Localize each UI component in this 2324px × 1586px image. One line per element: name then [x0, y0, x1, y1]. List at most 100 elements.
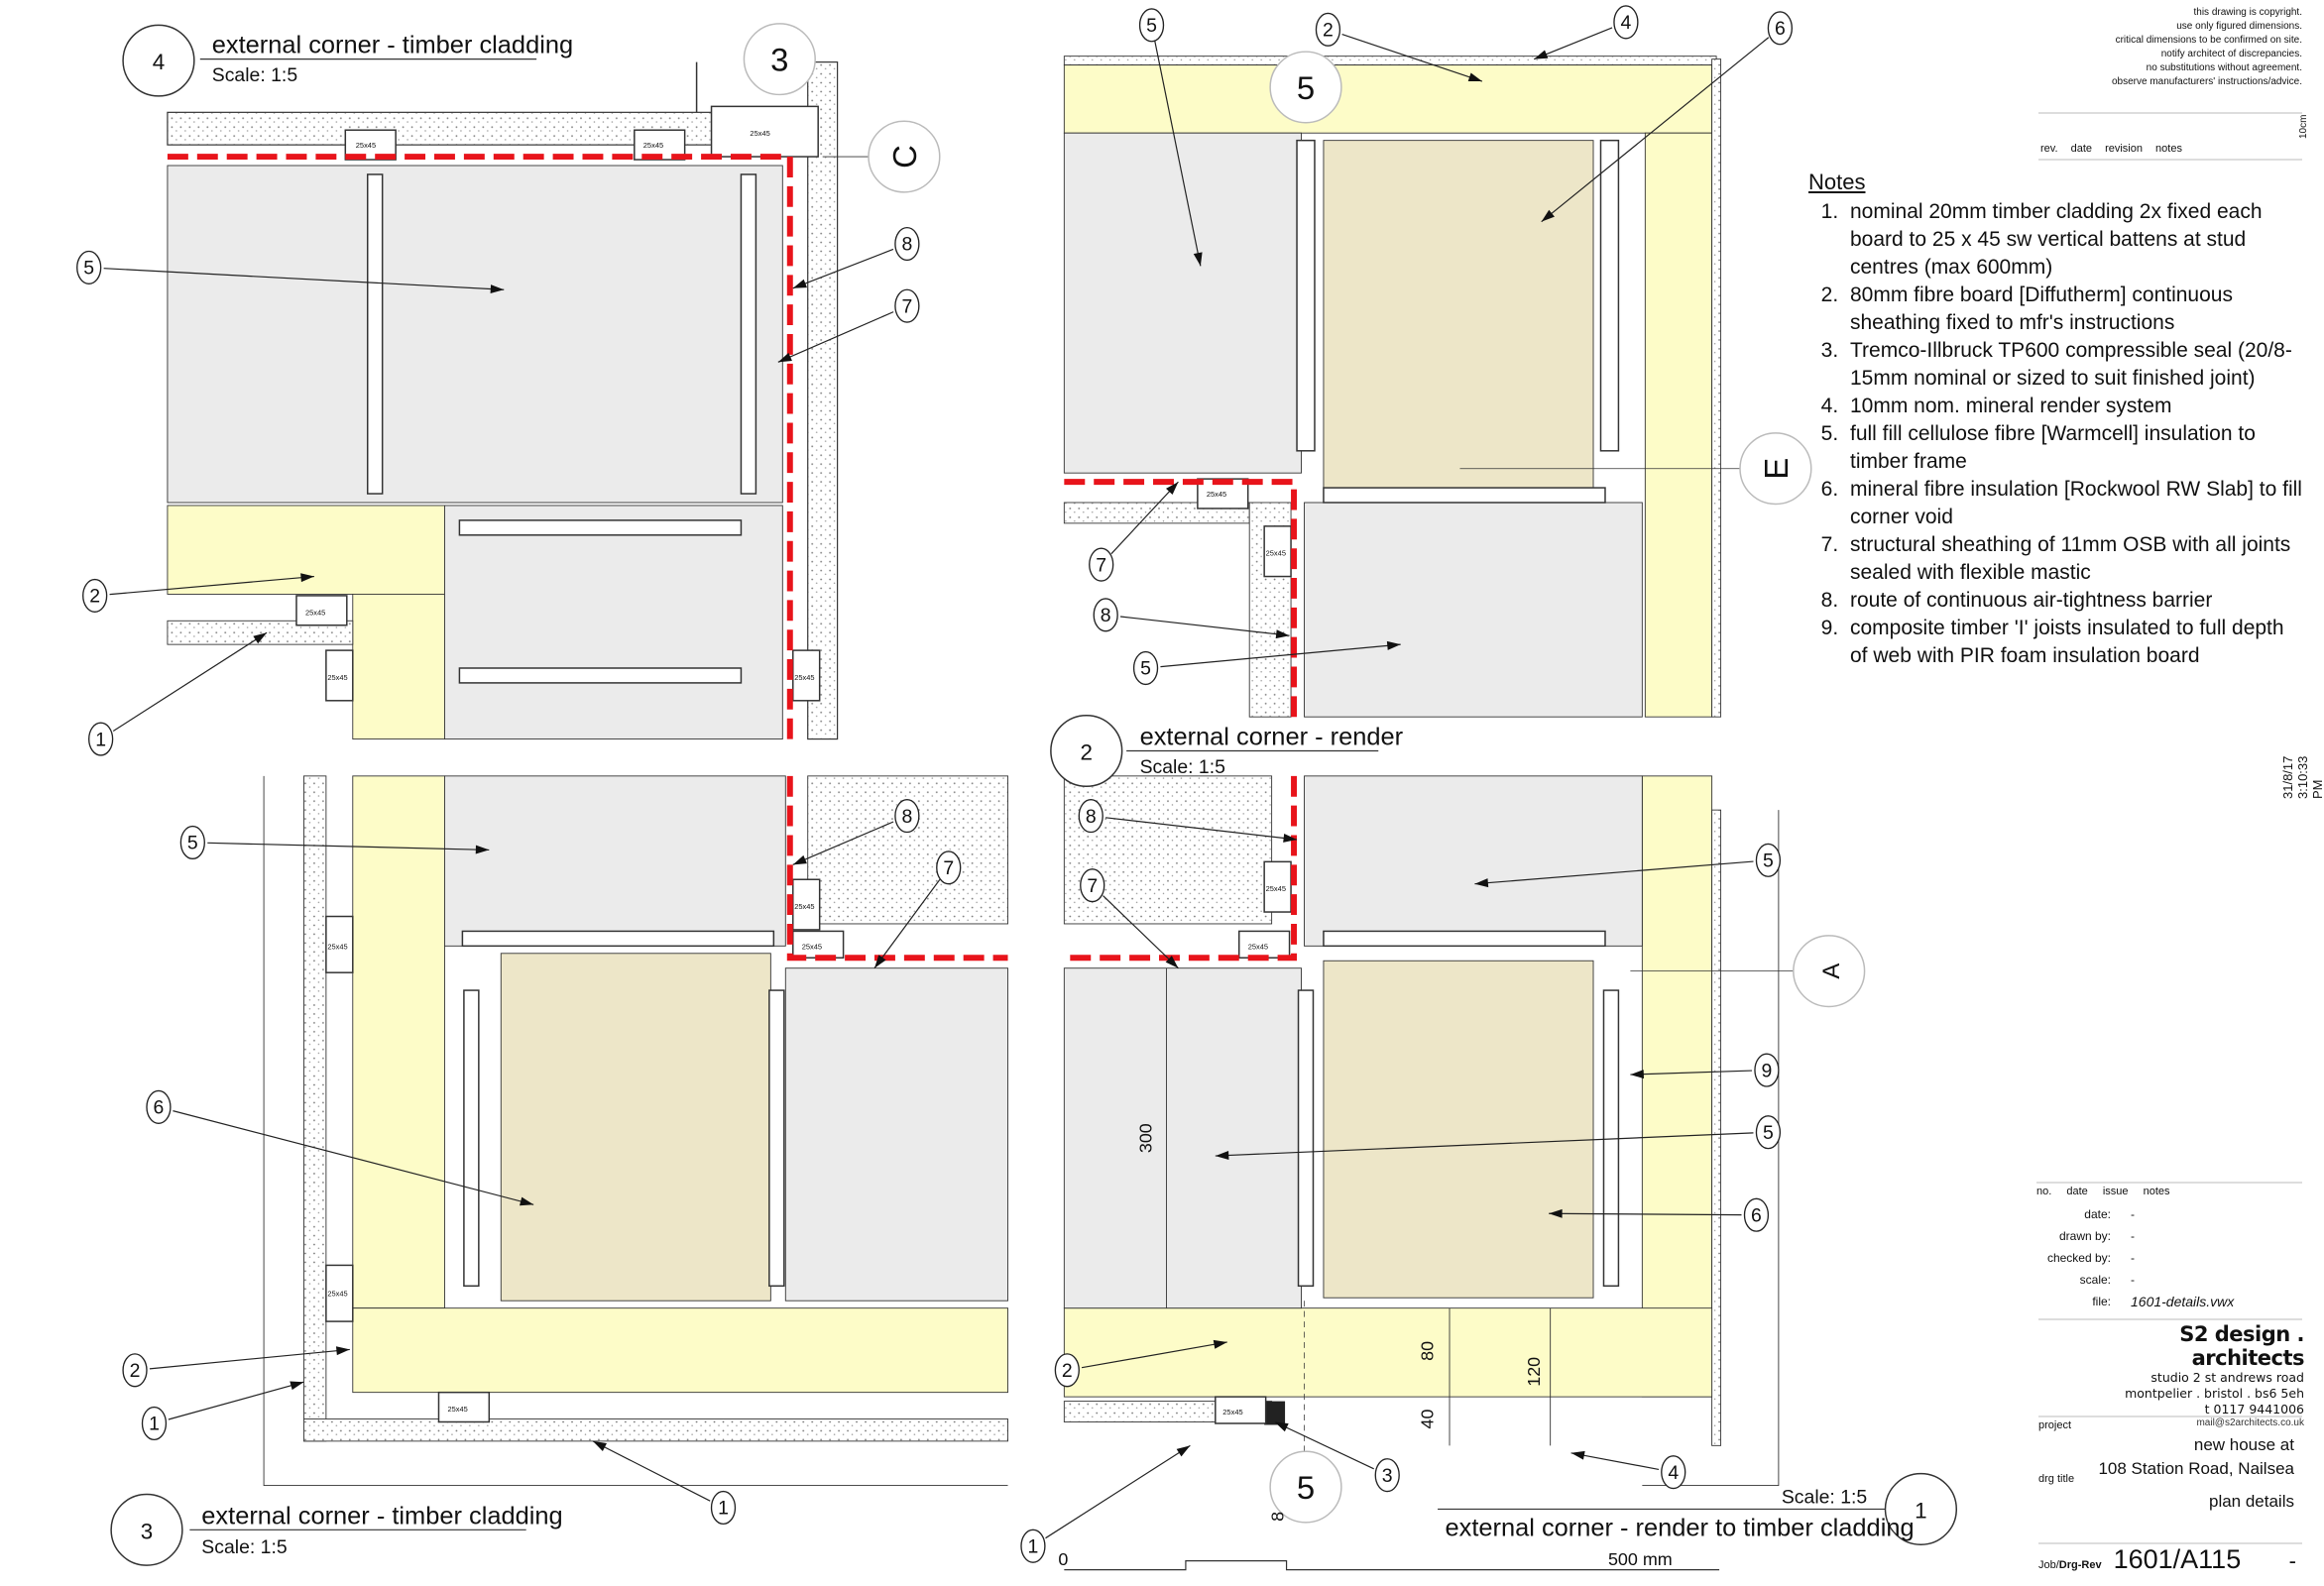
batten-label: 25x45: [327, 1290, 347, 1299]
detail-2-drawing: [1063, 56, 1742, 718]
leader-line: [592, 1440, 711, 1502]
arrowhead-icon: [1549, 1208, 1563, 1218]
detail-number: 1: [1915, 1498, 1926, 1523]
leader-line: [1103, 895, 1179, 969]
callout-bubble: [1613, 5, 1639, 40]
callout-13: 8: [792, 799, 920, 865]
callout-number: 7: [1087, 875, 1098, 897]
leader-line: [103, 268, 505, 290]
note-item: 10mm nom. mineral render system: [1844, 393, 2304, 420]
job-label: Job/Drg-Rev: [2038, 1559, 2102, 1571]
section-marker-e: E: [1758, 458, 1795, 480]
batten-label: 25x45: [305, 608, 325, 617]
callout-bubble: [1661, 1455, 1686, 1490]
callout-number: 2: [89, 586, 100, 608]
field-scale: scale:-: [2036, 1269, 2304, 1291]
arrowhead-icon: [490, 284, 505, 294]
date-column: date: [2070, 143, 2093, 155]
note-item: composite timber 'I' joists insulated to…: [1844, 615, 2304, 670]
batten-label: 25x45: [1222, 1408, 1242, 1416]
callout-27: 4: [1570, 1450, 1686, 1490]
arrowhead-icon: [1283, 833, 1298, 843]
leader-line: [168, 1381, 304, 1420]
arrowhead-icon: [873, 955, 886, 968]
revision-header: rev. date revision notes: [2040, 143, 2182, 155]
callout-9: 7: [1089, 481, 1179, 582]
detail-title: external corner - timber cladding: [201, 1502, 562, 1529]
copyright-disclaimer: this drawing is copyright. use only figu…: [2112, 6, 2302, 89]
field-date: date:-: [2036, 1203, 2304, 1225]
callout-bubble: [1743, 1197, 1770, 1232]
callout-number: 8: [901, 234, 912, 256]
callout-28: 1: [1020, 1444, 1191, 1563]
callout-number: 1: [95, 729, 106, 750]
leader-line: [1541, 37, 1770, 223]
leader-line: [792, 821, 894, 865]
disclaimer-line: no substitutions without agreement.: [2146, 62, 2302, 73]
disclaimer-line: critical dimensions to be confirmed on s…: [2115, 35, 2302, 46]
job-number: 1601/A115: [2113, 1544, 2242, 1574]
callout-bubble: [122, 1353, 148, 1388]
drawing-revision: -: [2288, 1548, 2296, 1573]
callout-19: 8: [1078, 799, 1298, 843]
batten-label: 25x45: [1248, 942, 1268, 951]
leader-line: [1110, 481, 1179, 555]
callout-8: 6: [1541, 11, 1794, 223]
project-name: new house at 108 Station Road, Nailsea: [2062, 1433, 2294, 1481]
architect-firm: S2 design . architects studio 2 st andre…: [2082, 1322, 2304, 1428]
firm-address: montpelier . bristol . bs6 5eh: [2125, 1386, 2304, 1401]
callout-bubble: [76, 250, 102, 284]
dimension-120: 120: [1524, 1357, 1544, 1387]
callout-number: 1: [718, 1498, 729, 1520]
callout-bubble: [1754, 1053, 1780, 1087]
detail-titles: 4 external corner - timber cladding Scal…: [110, 24, 1958, 1566]
leader-line: [1119, 616, 1290, 636]
detail-4-drawing: [167, 61, 870, 740]
batten-label: 25x45: [327, 673, 347, 682]
callout-bubble: [894, 799, 920, 834]
callout-bubble: [1089, 547, 1114, 582]
arrowhead-icon: [1541, 209, 1555, 222]
callout-22: 9: [1630, 1053, 1780, 1087]
callout-number: 7: [943, 857, 954, 879]
field-value: -: [2131, 1207, 2135, 1221]
detail-scale: Scale: 1:5: [212, 64, 297, 86]
plot-time: 3:10:33 PM: [2295, 755, 2324, 799]
callout-number: 8: [901, 806, 912, 828]
callout-number: 5: [1763, 850, 1774, 872]
leader-line: [1105, 817, 1298, 841]
notes-panel: Notes nominal 20mm timber cladding 2x fi…: [1808, 169, 2304, 670]
leader-line: [207, 842, 490, 851]
firm-address: studio 2 st andrews road: [2150, 1370, 2304, 1385]
callout-5: 5: [1138, 8, 1203, 267]
leader-line: [149, 1348, 350, 1370]
callout-bubble: [1093, 598, 1118, 632]
issue-notes-column: issue notes: [2102, 1186, 2170, 1197]
arrowhead-icon: [1630, 1070, 1644, 1079]
arrowhead-icon: [475, 845, 490, 854]
callout-bubble: [1078, 799, 1104, 834]
arrowhead-icon: [1467, 72, 1482, 82]
note-item: mineral fibre insulation [Rockwool RW Sl…: [1844, 476, 2304, 531]
callout-11: 5: [1132, 640, 1401, 686]
callout-7: 4: [1533, 5, 1639, 60]
note-item: nominal 20mm timber cladding 2x fixed ea…: [1844, 198, 2304, 282]
arrowhead-icon: [1386, 640, 1401, 650]
divider: [2036, 1182, 2302, 1184]
detail-number: 2: [1081, 739, 1093, 764]
callout-bubble: [894, 288, 920, 323]
leader-line: [173, 1110, 534, 1205]
field-label: scale:: [2079, 1273, 2111, 1287]
note-item: structural sheathing of 11mm OSB with al…: [1844, 531, 2304, 587]
firm-phone: t 0117 9441006: [2204, 1402, 2304, 1416]
callout-number: 7: [1096, 554, 1106, 576]
divider: [2038, 1416, 2302, 1417]
callout-number: 3: [1382, 1465, 1393, 1487]
callout-number: 5: [1763, 1122, 1774, 1144]
arrowhead-icon: [290, 1381, 304, 1391]
divider: [2038, 112, 2302, 114]
batten-labels: 25x45 25x45 25x45 25x45 25x45 25x45 25x4…: [305, 129, 1286, 1416]
leader-line: [1630, 1070, 1752, 1076]
callout-bubble: [1132, 650, 1159, 686]
callout-2: 1: [88, 631, 268, 756]
